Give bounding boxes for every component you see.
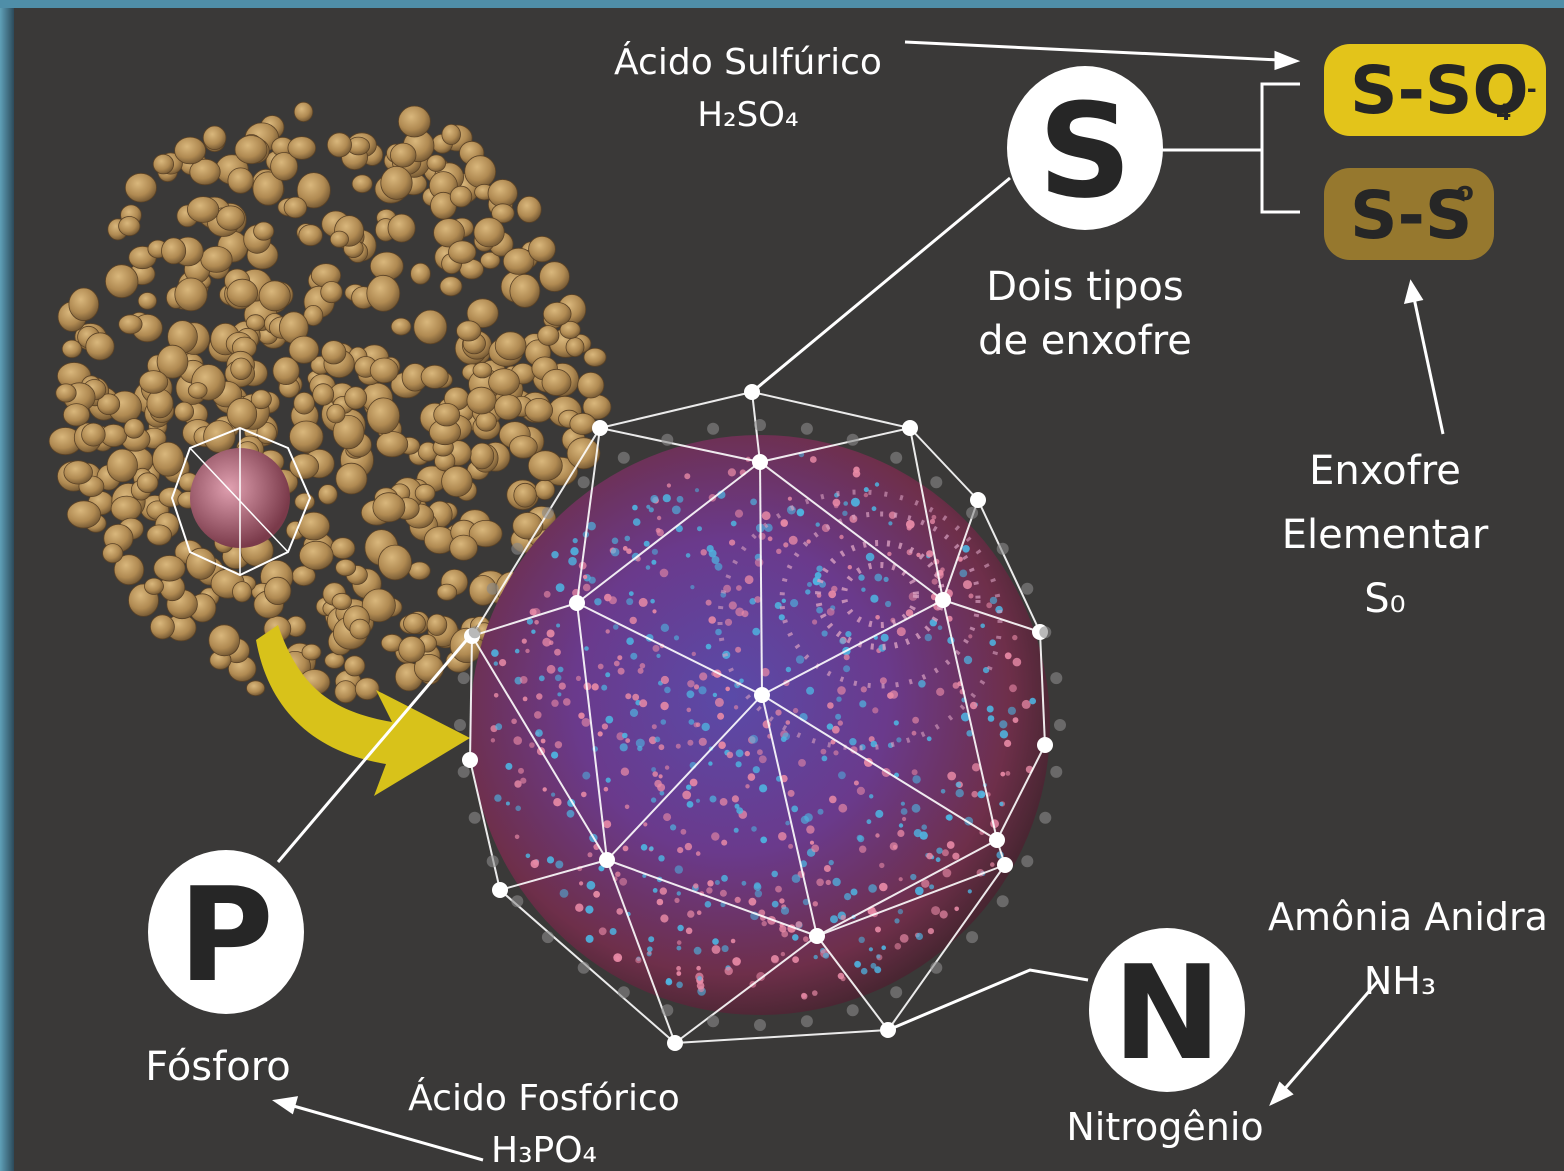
elemental-badge-sup: o — [1456, 177, 1474, 207]
sulfate-badge: S-SO 2- 4 — [1324, 44, 1546, 136]
arrows — [272, 40, 1445, 1162]
sulfate-badge-sup: 2- — [1510, 75, 1537, 103]
amonia-formula: NH₃ — [1364, 959, 1436, 1003]
arrow-to-sulfate-icon — [1274, 50, 1301, 71]
acido-fosforico-formula: H₃PO₄ — [491, 1130, 597, 1171]
phosphorus-circle: P — [148, 850, 304, 1014]
arrow-to-phosphorus-icon — [272, 1096, 299, 1115]
acido-sulfurico-label: Ácido Sulfúrico — [614, 41, 882, 83]
yellow-arrow-icon — [256, 625, 470, 796]
nitrogenio-label: Nitrogênio — [1066, 1105, 1263, 1149]
enxofre-formula: S₀ — [1364, 576, 1405, 622]
arrow-to-elemental-icon — [1403, 279, 1424, 304]
nitrogen-circle: N — [1089, 928, 1245, 1092]
enxofre-line2: Elementar — [1282, 512, 1489, 558]
left-edge-photo — [0, 0, 14, 1171]
dois-tipos-line2: de enxofre — [978, 318, 1192, 364]
elemental-badge: S-S o — [1324, 168, 1494, 260]
nitrogen-symbol: N — [1113, 937, 1222, 1089]
phosphorus-symbol: P — [178, 859, 273, 1011]
sulfur-circle: S — [1007, 66, 1163, 230]
arrow-to-nitrogen-icon — [1269, 1081, 1294, 1107]
sulfate-badge-text: S-SO — [1350, 52, 1529, 129]
sulfur-symbol: S — [1038, 75, 1132, 227]
elemental-badge-text: S-S — [1350, 177, 1472, 254]
amonia-label: Amônia Anidra — [1268, 895, 1548, 939]
dois-tipos-line1: Dois tipos — [986, 264, 1183, 310]
acido-sulfurico-formula: H₂SO₄ — [697, 95, 798, 135]
connector-lines — [276, 82, 1300, 1032]
nutrient-sphere — [454, 384, 1066, 1051]
fosforo-label: Fósforo — [145, 1044, 291, 1090]
sulfate-badge-sub: 4 — [1496, 101, 1511, 126]
mini-sphere — [170, 426, 312, 577]
acido-fosforico-label: Ácido Fosfórico — [408, 1077, 680, 1119]
fertilizer-granules — [48, 101, 612, 704]
top-edge-photo — [0, 0, 1564, 8]
enxofre-line1: Enxofre — [1309, 448, 1461, 494]
